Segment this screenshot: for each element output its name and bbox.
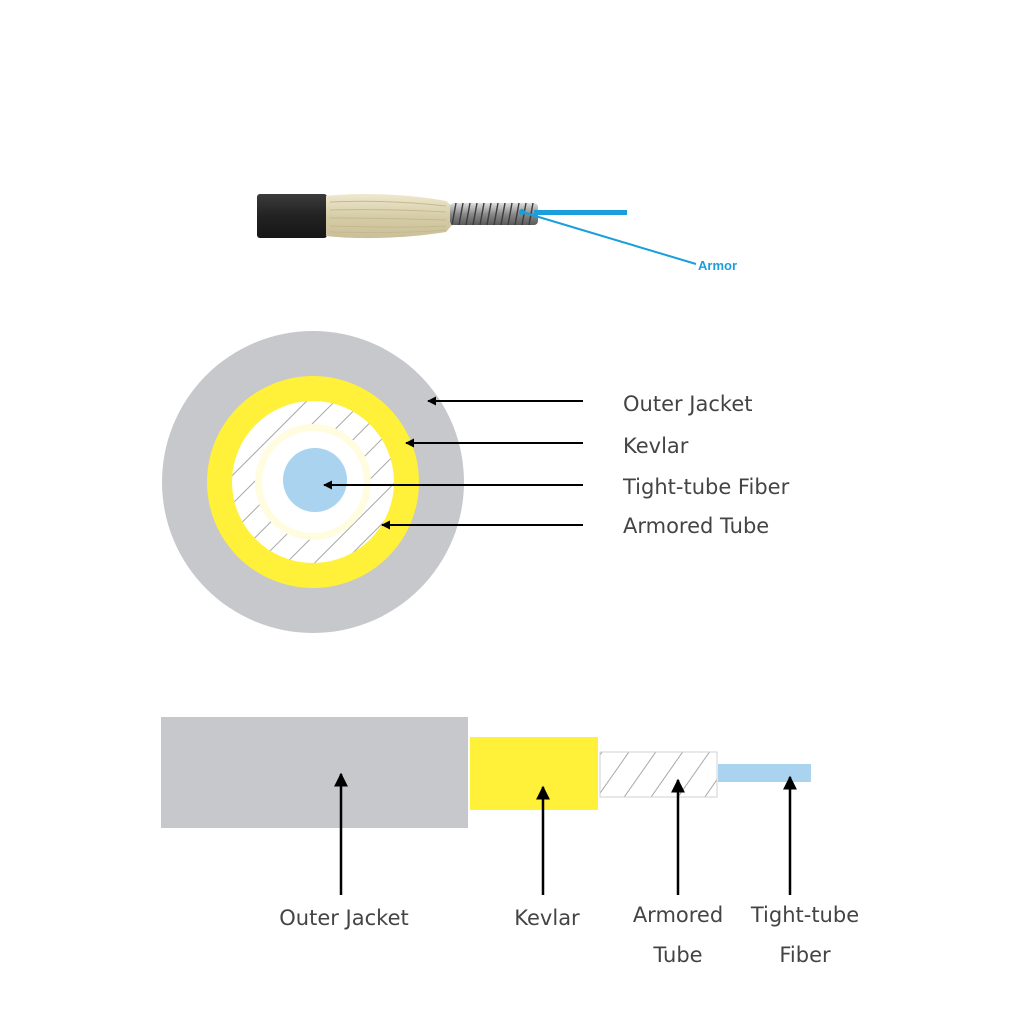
photo-sheath — [257, 194, 327, 238]
longitudinal-section — [161, 717, 811, 828]
ls-label-kevlar: Kevlar — [467, 898, 627, 938]
ls-label-outer-jacket-line1: Outer Jacket — [279, 906, 409, 930]
cs-label-tight-tube-fiber: Tight-tube Fiber — [623, 475, 790, 499]
cable-photo — [257, 193, 697, 265]
ls-outer-jacket — [161, 717, 468, 828]
photo-armor-label: Armor — [698, 258, 738, 273]
photo-fiber — [534, 210, 627, 215]
ls-label-tight-tube-fiber-line1: Tight-tube — [750, 903, 860, 927]
ls-arrows — [334, 772, 797, 895]
ls-label-tight-tube-fiber: Tight-tube Fiber — [725, 895, 885, 975]
cs-label-armored-tube: Armored Tube — [623, 514, 770, 538]
photo-armor-callout-line — [521, 211, 697, 265]
cs-tight-tube-fiber — [283, 448, 347, 512]
cs-label-kevlar: Kevlar — [623, 434, 689, 458]
ls-label-tight-tube-fiber-line2: Fiber — [779, 943, 831, 967]
ls-label-armored-tube-line2: Tube — [653, 943, 703, 967]
ls-label-armored-tube: Armored Tube — [598, 895, 758, 975]
cross-section — [162, 331, 464, 633]
ls-label-outer-jacket: Outer Jacket — [264, 898, 424, 938]
ls-tight-tube-fiber — [718, 764, 811, 782]
cs-label-outer-jacket: Outer Jacket — [623, 392, 753, 416]
photo-armor-callout-dot — [519, 209, 525, 215]
photo-kevlar-fibers — [326, 193, 452, 239]
ls-label-armored-tube-line1: Armored — [632, 903, 724, 927]
ls-armored-tube — [599, 751, 718, 798]
ls-kevlar — [470, 737, 598, 810]
cs-arrows — [323, 396, 583, 530]
photo-kevlar-strands — [329, 200, 447, 234]
ls-label-kevlar-line1: Kevlar — [514, 906, 580, 930]
